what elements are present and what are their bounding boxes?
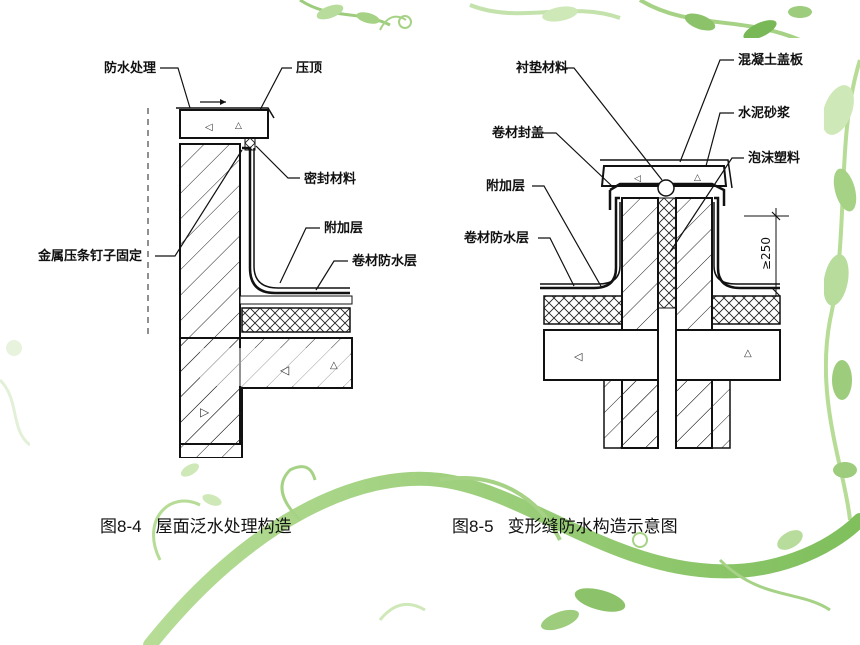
svg-text:▷: ▷ bbox=[200, 405, 210, 419]
label-coping: 压顶 bbox=[296, 61, 322, 76]
svg-text:△: △ bbox=[330, 360, 338, 371]
svg-text:◁: ◁ bbox=[279, 363, 289, 377]
label-membrane-waterproof: 卷材防水层 bbox=[352, 253, 417, 269]
label-sealing-material: 密封材料 bbox=[303, 171, 356, 187]
svg-text:◁: ◁ bbox=[574, 350, 583, 363]
label-additional-layer: 附加层 bbox=[486, 178, 525, 194]
label-membrane-seal: 卷材封盖 bbox=[492, 125, 544, 141]
caption-number: 图8-5 bbox=[452, 517, 494, 536]
label-membrane-waterproof: 卷材防水层 bbox=[464, 230, 529, 246]
svg-text:△: △ bbox=[744, 348, 752, 359]
svg-text:△: △ bbox=[694, 173, 701, 183]
expansion-joint-diagram: ◁ △ ◁ △ ≥250 bbox=[444, 38, 824, 458]
label-foam-plastic: 泡沫塑料 bbox=[748, 150, 800, 166]
label-cement-mortar: 水泥砂浆 bbox=[738, 105, 791, 121]
label-backing-material: 衬垫材料 bbox=[516, 60, 568, 76]
label-metal-strip-nail: 金属压条钉子固定 bbox=[37, 248, 142, 264]
svg-text:◁: ◁ bbox=[205, 122, 213, 133]
label-additional-layer: 附加层 bbox=[324, 220, 363, 236]
label-waterproof-treatment: 防水处理 bbox=[104, 60, 156, 76]
caption-text: 屋面泛水处理构造 bbox=[155, 517, 292, 537]
svg-text:◁: ◁ bbox=[634, 174, 641, 184]
caption-text: 变形缝防水构造示意图 bbox=[507, 517, 678, 537]
svg-text:△: △ bbox=[235, 121, 242, 131]
caption-figure-8-5: 图8-5 变形缝防水构造示意图 bbox=[452, 512, 678, 537]
dimension-label: ≥250 bbox=[759, 237, 773, 270]
roof-flashing-diagram: ◁ △ ◁ △ ▷ 防水处理 压顶 密封材料 bbox=[30, 38, 430, 458]
caption-figure-8-4: 图8-4 屋面泛水处理构造 bbox=[100, 512, 292, 537]
coping-block: ◁ △ bbox=[176, 107, 275, 139]
caption-number: 图8-4 bbox=[100, 517, 142, 536]
label-concrete-cover: 混凝土盖板 bbox=[738, 52, 804, 68]
